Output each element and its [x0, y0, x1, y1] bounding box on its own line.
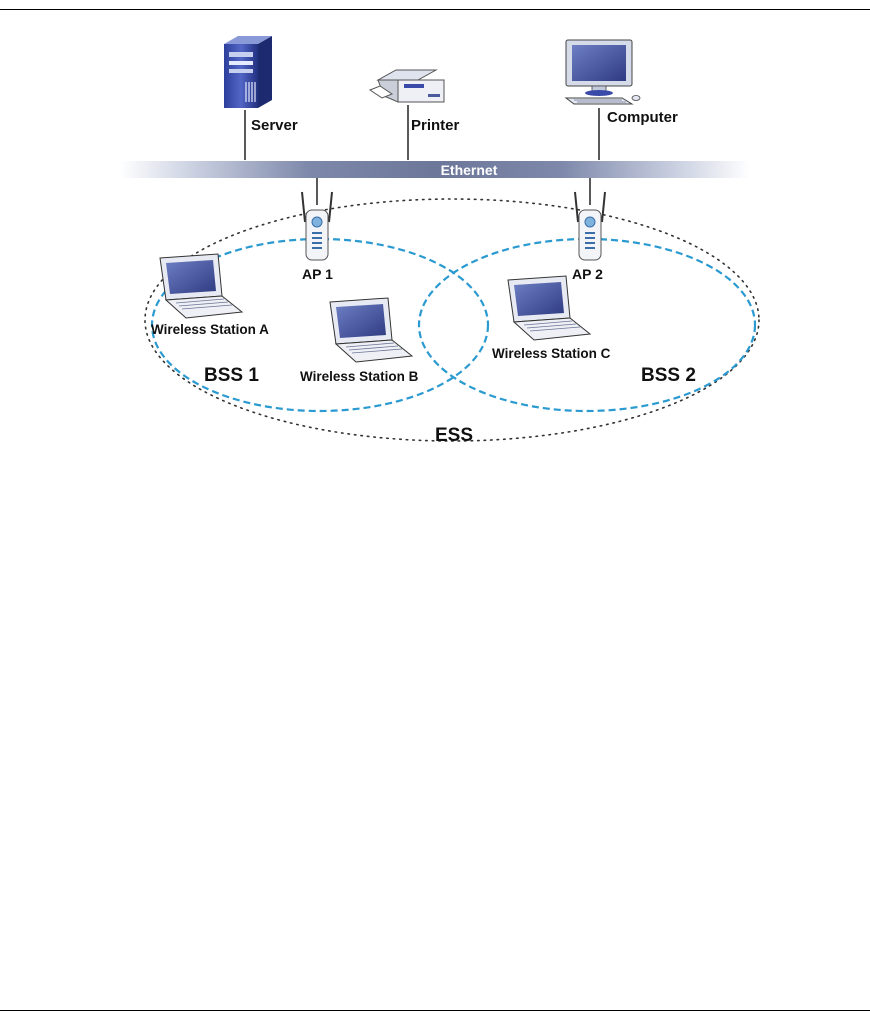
server-icon [224, 36, 272, 108]
station-a-label: Wireless Station A [151, 322, 269, 337]
laptop-b-icon [330, 298, 412, 362]
laptop-a-icon [160, 254, 242, 318]
laptop-c-icon [508, 276, 590, 340]
ess-boundary [145, 199, 759, 441]
computer-label: Computer [607, 109, 678, 126]
bss2-boundary [419, 239, 755, 411]
station-b-label: Wireless Station B [300, 369, 419, 384]
ess-label: ESS [435, 425, 473, 446]
ethernet-label: Ethernet [441, 162, 498, 178]
ap2-label: AP 2 [572, 266, 603, 282]
printer-icon [370, 70, 444, 102]
station-c-label: Wireless Station C [492, 346, 611, 361]
ethernet-bar [120, 161, 750, 178]
server-label: Server [251, 117, 298, 134]
computer-icon [566, 40, 640, 104]
ap1-label: AP 1 [302, 266, 333, 282]
bss2-label: BSS 2 [641, 365, 696, 386]
bss1-label: BSS 1 [204, 365, 259, 386]
printer-label: Printer [411, 117, 460, 134]
